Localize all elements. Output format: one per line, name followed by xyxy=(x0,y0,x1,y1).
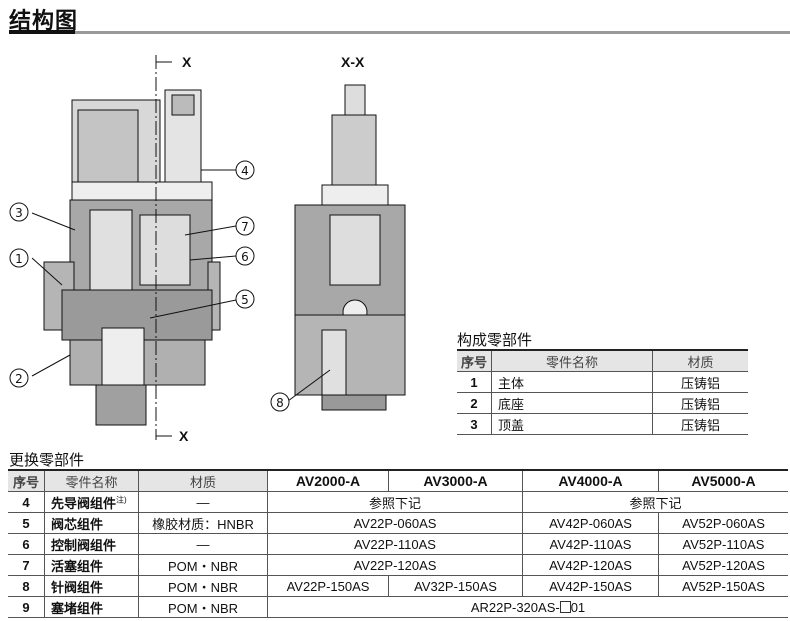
table-row: 7 活塞组件 POM・NBR AV22P-120AS AV42P-120AS A… xyxy=(8,554,788,576)
cell: AV52P-120AS xyxy=(658,554,788,576)
cell: 先导阀组件注) xyxy=(44,491,139,513)
cell: AV42P-110AS xyxy=(522,533,659,555)
table-row: 4 先导阀组件注) — 参照下记 参照下记 xyxy=(8,491,788,513)
title-rule xyxy=(9,30,75,34)
section-title: X-X xyxy=(341,54,365,70)
callout-4: 4 xyxy=(241,164,249,178)
cell: 针阀组件 xyxy=(44,575,139,597)
cell: 控制阀组件 xyxy=(44,533,139,555)
cell: POM・NBR xyxy=(138,596,268,618)
cell: — xyxy=(138,533,268,555)
cell: 9 xyxy=(8,596,45,618)
callout-7: 7 xyxy=(241,220,249,234)
col-header: 序号 xyxy=(457,349,492,372)
cell: 塞堵组件 xyxy=(44,596,139,618)
cell: 活塞组件 xyxy=(44,554,139,576)
callout-5: 5 xyxy=(241,293,249,307)
cell: 主体 xyxy=(491,371,653,393)
note-mark: 注) xyxy=(116,495,127,505)
cell: AV42P-150AS xyxy=(522,575,659,597)
col-header: AV5000-A xyxy=(658,469,788,492)
valve-side-section xyxy=(294,84,406,411)
cell: 2 xyxy=(457,392,492,414)
callout-8: 8 xyxy=(276,396,284,410)
valve-front-section xyxy=(43,55,221,440)
page-title: 结构图 xyxy=(9,9,79,34)
cell: AV22P-110AS xyxy=(267,533,523,555)
cell: 6 xyxy=(8,533,45,555)
callout-3: 3 xyxy=(15,206,23,220)
cell: AV52P-110AS xyxy=(658,533,788,555)
cell: 顶盖 xyxy=(491,413,653,435)
table-row: 6 控制阀组件 — AV22P-110AS AV42P-110AS AV52P-… xyxy=(8,533,788,555)
part-prefix: AR22P-320AS- xyxy=(470,599,560,615)
components-title: 构成零部件 xyxy=(457,331,533,349)
cell: AV52P-150AS xyxy=(658,575,788,597)
cell: AV42P-060AS xyxy=(522,512,659,534)
cell: 压铸铝 xyxy=(652,392,748,414)
cell: 7 xyxy=(8,554,45,576)
table-row: 5 阀芯组件 橡胶材质：HNBR AV22P-060AS AV42P-060AS… xyxy=(8,512,788,534)
cell: 参照下记 xyxy=(267,491,523,513)
callout-1: 1 xyxy=(15,252,23,266)
placeholder-box xyxy=(559,600,571,613)
cell: POM・NBR xyxy=(138,575,268,597)
cell: POM・NBR xyxy=(138,554,268,576)
col-header: 零件名称 xyxy=(491,349,653,372)
col-header: AV4000-A xyxy=(522,469,659,492)
col-header: AV2000-A xyxy=(267,469,389,492)
col-header: 零件名称 xyxy=(44,469,139,492)
table-row: 9 塞堵组件 POM・NBR AR22P-320AS- 01 xyxy=(8,596,788,618)
cell: 阀芯组件 xyxy=(44,512,139,534)
callout-2: 2 xyxy=(15,372,23,386)
cell: AV32P-150AS xyxy=(388,575,523,597)
cell: AV42P-120AS xyxy=(522,554,659,576)
table-row: 8 针阀组件 POM・NBR AV22P-150AS AV32P-150AS A… xyxy=(8,575,788,597)
cell: 4 xyxy=(8,491,45,513)
section-mark-top: X xyxy=(182,54,192,70)
cell: 参照下记 xyxy=(522,491,788,513)
cell: 5 xyxy=(8,512,45,534)
col-header: 序号 xyxy=(8,469,45,492)
col-header: 材质 xyxy=(138,469,268,492)
cell: 8 xyxy=(8,575,45,597)
cell: 压铸铝 xyxy=(652,371,748,393)
title-rule-gray xyxy=(75,31,790,34)
cell: 底座 xyxy=(491,392,653,414)
section-mark-bottom: X xyxy=(179,428,189,444)
col-header: 材质 xyxy=(652,349,748,372)
part-suffix: 01 xyxy=(570,599,586,615)
cell: AV22P-060AS xyxy=(267,512,523,534)
cell: AV22P-150AS xyxy=(267,575,389,597)
replacement-table: 序号 零件名称 材质 AV2000-A AV3000-A AV4000-A AV… xyxy=(8,469,788,618)
cell: 压铸铝 xyxy=(652,413,748,435)
cell: AR22P-320AS- 01 xyxy=(267,596,788,618)
cell: AV52P-060AS xyxy=(658,512,788,534)
replacement-title: 更换零部件 xyxy=(9,451,85,469)
cell: AV22P-120AS xyxy=(267,554,523,576)
cell: — xyxy=(138,491,268,513)
callout-6: 6 xyxy=(241,250,249,264)
col-header: AV3000-A xyxy=(388,469,523,492)
part-name: 先导阀组件 xyxy=(51,495,117,511)
cell: 橡胶材质：HNBR xyxy=(138,512,268,534)
cell: 3 xyxy=(457,413,492,435)
cell: 1 xyxy=(457,371,492,393)
